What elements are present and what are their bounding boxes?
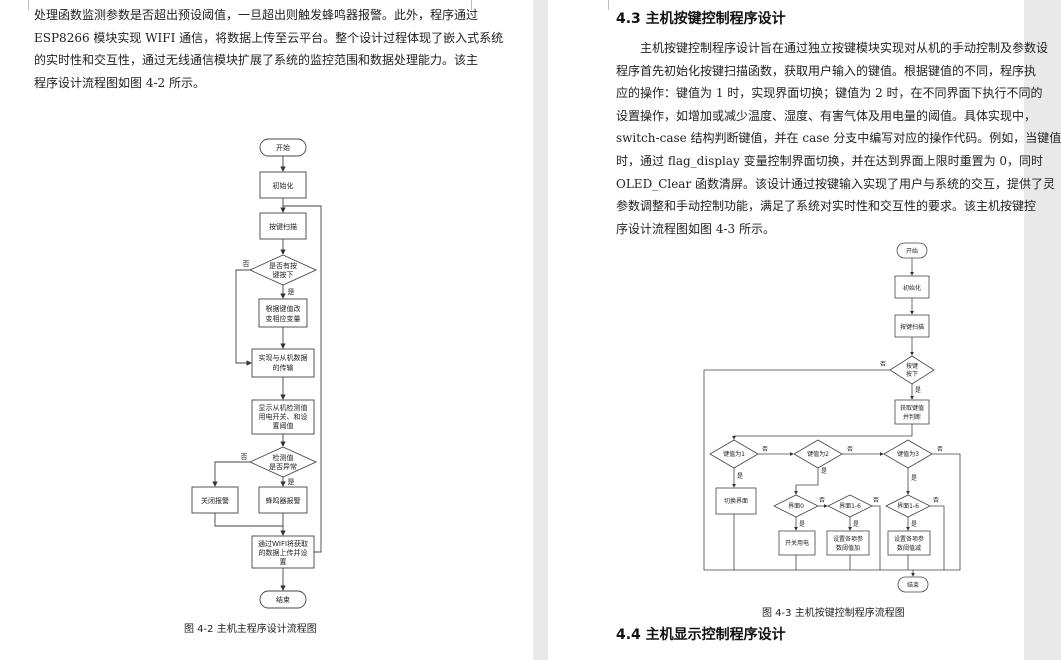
paragraph-line: 程序首先初始化按键扫描函数，获取用户输入的键值。根据键值的不同，程序执	[616, 63, 1037, 78]
body-paragraph: 主机按键控制程序设计旨在通过独立按键模块实现对从机的手动控制及参数设 程序首先初…	[616, 37, 1061, 240]
paragraph-line: 时，通过 flag_display 变量控制界面切换，并在达到界面上限时重置为 …	[616, 153, 1044, 168]
wifi-label: 通过WIFI将获取	[258, 539, 308, 548]
paragraph-line: 参数调整和手动控制功能，满足了系统对实时性和交互性的要求。该主机按键控	[616, 199, 1037, 214]
no-label: 否	[762, 446, 768, 453]
comm-label: 实现与从机数据	[259, 353, 308, 362]
figure-caption: 图 4-2 主机主程序设计流程图	[184, 624, 317, 635]
ui0-label: 界面0	[788, 503, 804, 510]
change-label: 根据键值改	[266, 304, 301, 313]
init-label: 初始化	[903, 284, 921, 292]
key2-label: 键值为2	[807, 450, 829, 458]
end-label: 结束	[276, 595, 290, 604]
scan-label: 按键扫描	[269, 222, 297, 231]
paragraph-line: switch-case 结构判断键值，并在 case 分支中编写对应的操作代码。…	[616, 131, 1061, 146]
yes-label: 是	[821, 468, 827, 475]
alarm-off-label: 关闭报警	[201, 496, 229, 505]
switch-ui-label: 切换界面	[724, 497, 748, 505]
paragraph-line: 主机按键控制程序设计旨在通过独立按键模块实现对从机的手动控制及参数设	[640, 41, 1049, 55]
section-heading: 4.3 主机按键控制程序设计	[616, 11, 786, 27]
section-heading: 4.4 主机显示控制程序设计	[616, 627, 786, 643]
detect-question-label: 是否异常	[269, 462, 297, 471]
paragraph-line: ESP8266 模块实现 WIFI 通信，将数据上传至云平台。整个设计过程体现了…	[34, 30, 504, 45]
yes-label: 是	[799, 521, 805, 528]
power-label: 开关用电	[785, 539, 809, 547]
key-control-flowchart: 开始 初始化 按键扫描 按键 按下 获取键值 并判断 键值为1 键值为2 键值为…	[703, 242, 961, 593]
switch-ui-node	[715, 487, 757, 515]
end-label: 结束	[907, 581, 919, 589]
show-label: 用电开关、和设	[259, 412, 308, 421]
paragraph-line: 应的操作：键值为 1 时，实现界面切换；键值为 2 时，在不同界面下执行不同的	[616, 86, 1043, 101]
key1-label: 键值为1	[723, 450, 745, 458]
get-key-label: 并判断	[903, 413, 921, 421]
key3-label: 键值为3	[897, 450, 919, 458]
yes-label: 是	[911, 475, 917, 482]
paragraph-line: 设置操作，如增加或减少温度、湿度、有害气体及用电量的阈值。具体实现中，	[616, 108, 1037, 123]
yes-label: 是	[288, 478, 295, 486]
wifi-label: 的数据上传并设	[259, 548, 308, 557]
inc-label: 数阈值加	[836, 544, 860, 552]
detect-question-label: 检测值	[273, 453, 294, 462]
no-label: 否	[880, 361, 886, 368]
detect-decision	[248, 446, 318, 478]
power-node	[778, 530, 816, 556]
yes-label: 是	[911, 521, 917, 528]
no-label: 否	[847, 446, 853, 453]
yes-label: 是	[853, 521, 859, 528]
end-node	[897, 576, 929, 593]
margin-mark	[598, 0, 609, 10]
start-label: 开始	[906, 247, 918, 255]
ui16-label: 界面1-6	[897, 503, 919, 510]
yes-label: 是	[288, 288, 295, 296]
figure-caption: 图 4-3 主机按键控制程序流程图	[762, 608, 905, 619]
end-node	[259, 590, 307, 609]
key-question-label: 是否有按	[269, 261, 297, 270]
buzzer-label: 蜂鸣器报警	[266, 496, 301, 505]
dec-node	[887, 530, 931, 556]
press-question-label: 按下	[906, 370, 918, 378]
no-label: 否	[241, 453, 248, 461]
margin-mark	[18, 0, 29, 10]
show-label: 显示从机检测值	[259, 403, 308, 412]
dec-label: 数阈值减	[897, 544, 921, 552]
no-label: 否	[243, 260, 250, 268]
body-paragraph: 处理函数监测参数是否超出预设阈值，一旦超出则触发蜂鸣器报警。此外，程序通过 ES…	[34, 4, 503, 94]
key-question-label: 键按下	[273, 270, 294, 279]
paragraph-line: 的实时性和交互性，通过无线通信模块扩展了系统的监控范围和数据处理能力。该主	[34, 53, 479, 68]
no-label: 否	[937, 446, 943, 453]
no-label: 否	[873, 497, 879, 504]
press-decision	[889, 355, 935, 385]
start-label: 开始	[276, 143, 290, 152]
init-label: 初始化	[273, 181, 294, 190]
yes-label: 是	[915, 387, 921, 394]
comm-label: 的传输	[273, 363, 294, 372]
main-program-flowchart: 开始 初始化 按键扫描 是否有按 键按下 根据键值改 变相应变量 实现与从机数据…	[191, 138, 322, 609]
paragraph-line: OLED_Clear 函数清屏。该设计通过按键输入实现了用户与系统的交互，提供了…	[616, 176, 1056, 191]
paragraph-line: 处理函数监测参数是否超出预设阈值，一旦超出则触发蜂鸣器报警。此外，程序通过	[34, 8, 479, 22]
ui16-label: 界面1-6	[839, 503, 861, 510]
show-label: 置阈值	[273, 421, 294, 430]
paragraph-line: 程序设计流程图如图 4-2 所示。	[34, 75, 205, 90]
document-page-left: 处理函数监测参数是否超出预设阈值，一旦超出则触发蜂鸣器报警。此外，程序通过 ES…	[0, 0, 533, 660]
paragraph-line: 序设计流程图如图 4-3 所示。	[616, 221, 775, 236]
no-label: 否	[819, 497, 825, 504]
press-question-label: 按键	[906, 362, 918, 370]
scan-label: 按键扫描	[900, 323, 924, 331]
margin-mark	[471, 0, 482, 10]
inc-node	[826, 530, 870, 556]
get-key-label: 获取键值	[900, 404, 924, 412]
change-label: 变相应变量	[266, 314, 301, 323]
inc-label: 设置各项参	[833, 535, 863, 543]
document-page-right: 4.3 主机按键控制程序设计 主机按键控制程序设计旨在通过独立按键模块实现对从机…	[548, 0, 1061, 660]
yes-label: 是	[737, 473, 743, 480]
dec-label: 设置各项参	[894, 535, 924, 543]
no-label: 否	[933, 497, 939, 504]
key-decision	[248, 254, 318, 286]
wifi-label: 置	[280, 558, 287, 566]
